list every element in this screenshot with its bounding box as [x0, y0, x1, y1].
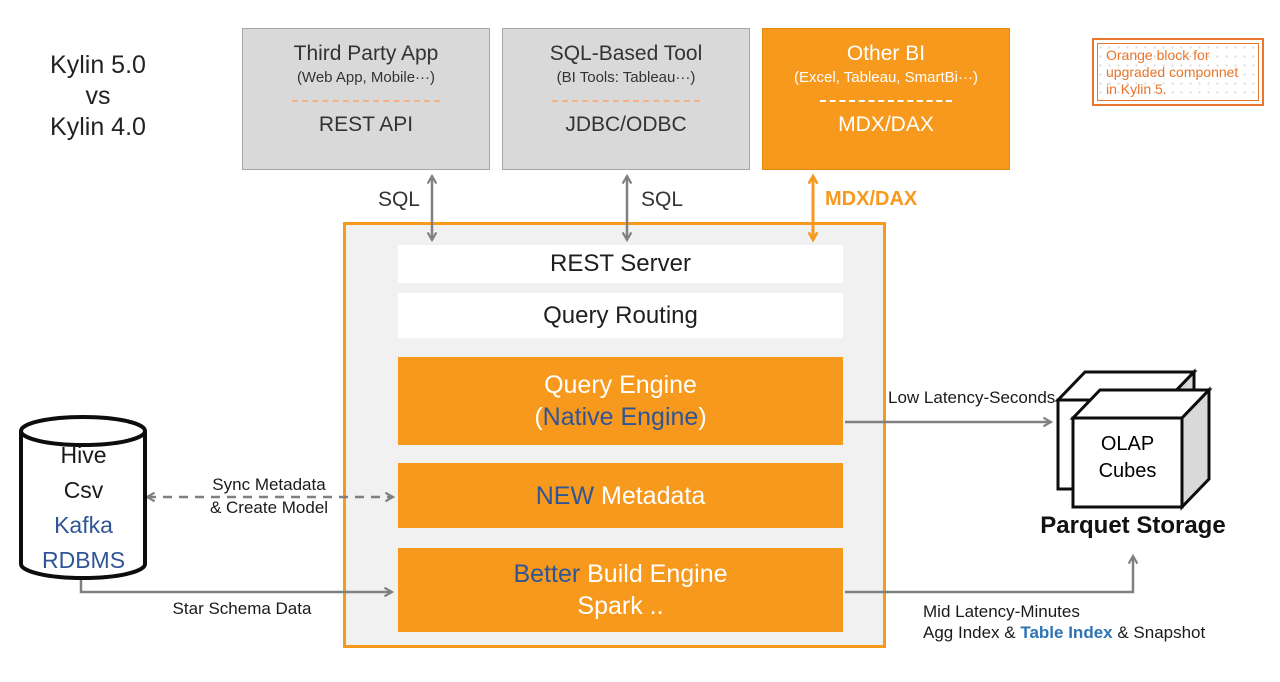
datasource-rdbms: RDBMS: [41, 547, 126, 573]
query-engine-block: Query Engine (Native Engine): [398, 357, 843, 445]
rest-server-label: REST Server: [550, 250, 691, 277]
dashed-divider: [292, 100, 440, 102]
parquet-storage-label: Parquet Storage: [1040, 512, 1226, 539]
rest-api-label: REST API: [318, 113, 414, 136]
new-label: NEW: [535, 481, 595, 510]
query-engine-line1: Query Engine: [544, 371, 697, 399]
legend-note-text: Orange block for upgraded componnet in K…: [1106, 47, 1239, 97]
olap-cubes-label: OLAP Cubes: [1098, 433, 1157, 482]
datasource-labels: Hive Csv Kafka RDBMS: [21, 438, 146, 578]
query-engine-line2: (Native Engine): [534, 403, 707, 431]
build-engine-line2: Spark ..: [577, 592, 664, 620]
sql-label-1: SQL: [377, 188, 420, 211]
other-bi-box: Other BI (Excel, Tableau, SmartBi···) MD…: [762, 28, 1010, 170]
sql-based-tool-box: SQL-Based Tool (BI Tools: Tableau···) JD…: [502, 28, 750, 170]
better-label: Better: [513, 560, 581, 588]
sql-based-tool-title: SQL-Based Tool: [549, 42, 703, 65]
mdx-dax-arrow-label: MDX/DAX: [825, 188, 918, 210]
version-title-line2: vs: [85, 82, 111, 110]
sync-metadata-label: Sync Metadata & Create Model: [209, 475, 329, 517]
legend-note-box: Orange block for upgraded componnet in K…: [1092, 38, 1264, 106]
datasource-kafka: Kafka: [54, 512, 113, 538]
mid-latency-arrow: [845, 553, 1139, 594]
mdx-dax-label: MDX/DAX: [838, 113, 934, 136]
datasource-csv: Csv: [63, 477, 104, 503]
version-title-line1: Kylin 5.0: [50, 51, 146, 79]
other-bi-subtitle: (Excel, Tableau, SmartBi···): [794, 69, 978, 86]
other-bi-title: Other BI: [846, 42, 926, 65]
build-engine-line1: Better Build Engine: [513, 560, 728, 588]
star-schema-label: Star Schema Data: [172, 599, 312, 618]
third-party-app-title: Third Party App: [293, 42, 439, 65]
version-title-line3: Kylin 4.0: [50, 113, 146, 141]
mid-latency-line1: Mid Latency-Minutes: [923, 602, 1080, 621]
third-party-app-subtitle: (Web App, Mobile···): [296, 69, 436, 86]
low-latency-label: Low Latency-Seconds: [888, 388, 1056, 407]
dashed-divider: [820, 100, 952, 102]
native-engine-label: Native Engine: [542, 403, 699, 431]
query-routing-bar: Query Routing: [398, 293, 843, 338]
rest-server-bar: REST Server: [398, 245, 843, 283]
sql-based-tool-subtitle: (BI Tools: Tableau···): [556, 69, 696, 86]
metadata-block: NEW Metadata: [398, 463, 843, 528]
build-engine-block: Better Build Engine Spark ..: [398, 548, 843, 632]
jdbc-odbc-label: JDBC/ODBC: [565, 113, 687, 136]
query-routing-label: Query Routing: [543, 301, 698, 329]
table-index-label: Table Index: [1020, 623, 1113, 642]
version-comparison-title: Kylin 5.0 vs Kylin 4.0: [28, 50, 168, 143]
mid-latency-label: Mid Latency-Minutes Agg Index & Table In…: [923, 602, 1205, 642]
mid-latency-line2: Agg Index & Table Index & Snapshot: [923, 623, 1206, 642]
sql-label-2: SQL: [641, 188, 684, 211]
datasource-hive: Hive: [60, 442, 107, 468]
dashed-divider: [552, 100, 700, 102]
metadata-label: NEW Metadata: [535, 481, 706, 510]
third-party-app-box: Third Party App (Web App, Mobile···) RES…: [242, 28, 490, 170]
